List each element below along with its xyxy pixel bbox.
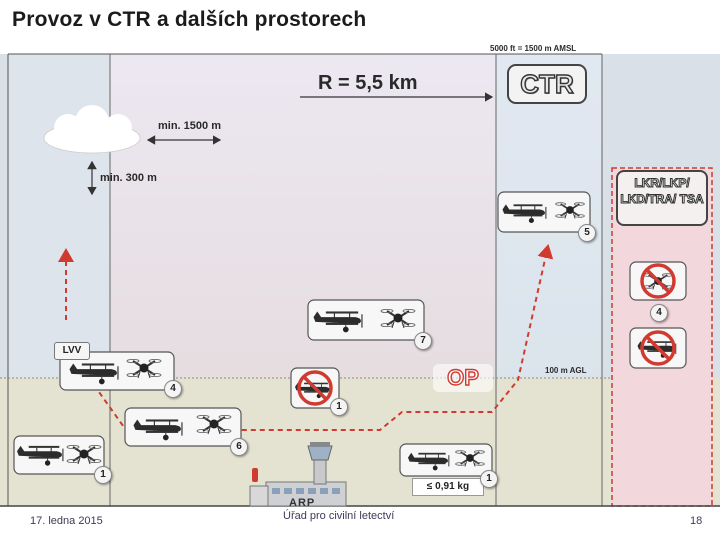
marker-number: 7 xyxy=(414,332,432,350)
marker-number: 5 xyxy=(578,224,596,242)
footer-organization: Úřad pro civilní letectví xyxy=(283,510,395,522)
lvv-label: LVV xyxy=(54,342,90,360)
windsock-icon xyxy=(252,468,258,482)
cloud-icon xyxy=(43,105,141,154)
mission-box-prohibited-center xyxy=(290,367,340,409)
mission-box-7 xyxy=(307,299,425,341)
arp-label: ARP xyxy=(289,497,316,509)
control-tower-icon xyxy=(307,442,333,485)
mission-box-5 xyxy=(497,191,591,233)
footer-date: 17. ledna 2015 xyxy=(30,515,103,527)
page-title: Provoz v CTR a dalších prostorech xyxy=(12,8,367,31)
marker-number: 1 xyxy=(94,466,112,484)
airport-building xyxy=(249,481,347,507)
radius-label: R = 5,5 km xyxy=(318,72,418,94)
ground-zone xyxy=(0,378,720,506)
mission-box-6 xyxy=(124,407,242,447)
mission-box-weight xyxy=(399,443,493,477)
marker-number: 6 xyxy=(230,438,248,456)
cloud-vertical-distance: min. 300 m xyxy=(100,172,157,184)
mission-box-prohibited-drone xyxy=(629,261,687,301)
weight-label: ≤ 0,91 kg xyxy=(412,478,484,496)
restricted-zone-label: LKR/LKP/ LKD/TRA/ TSA xyxy=(616,170,708,226)
mission-box-1 xyxy=(13,435,105,475)
marker-number: 4 xyxy=(650,304,668,322)
mission-box-4 xyxy=(59,351,175,391)
page-number: 18 xyxy=(690,515,703,527)
op-label: OP xyxy=(433,364,493,392)
marker-number: 4 xyxy=(164,380,182,398)
upper-limit-label: 5000 ft = 1500 m AMSL xyxy=(490,44,577,53)
cloud-horizontal-distance: min. 1500 m xyxy=(158,120,221,132)
mission-box-prohibited-plane xyxy=(629,327,687,369)
ctr-label: CTR xyxy=(507,64,587,104)
marker-number: 1 xyxy=(480,470,498,488)
marker-number: 1 xyxy=(330,398,348,416)
agl-limit-label: 100 m AGL xyxy=(545,366,587,375)
